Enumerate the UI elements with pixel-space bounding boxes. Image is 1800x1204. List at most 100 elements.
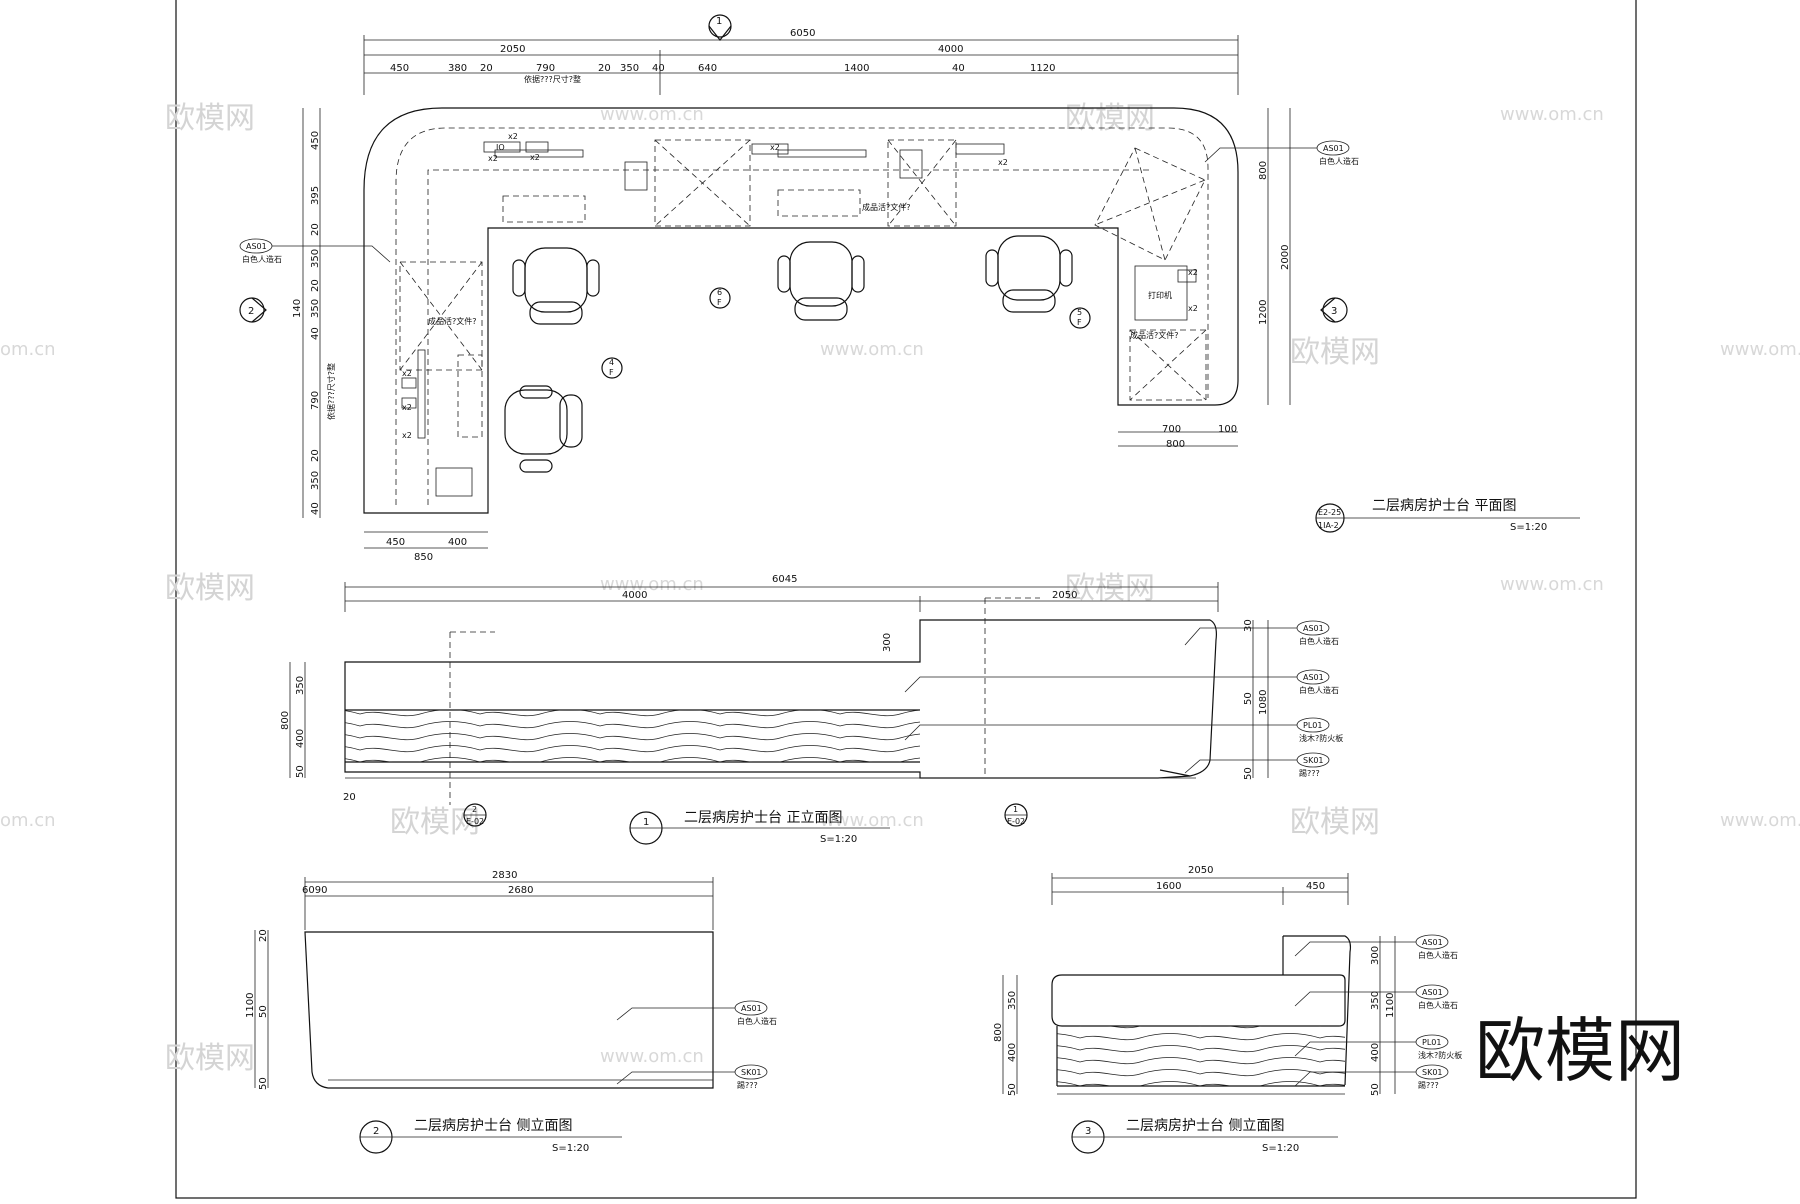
side2-title: 二层病房护士台 侧立面图 [414,1118,572,1134]
svg-text:踢???: 踢??? [1418,1081,1439,1090]
svg-text:20: 20 [310,449,321,462]
svg-text:1100: 1100 [1385,993,1396,1018]
svg-text:SK01: SK01 [741,1068,762,1077]
svg-text:IO: IO [496,143,505,152]
svg-text:4000: 4000 [938,44,963,55]
side2-title-block: 2 二层病房护士台 侧立面图 S=1:20 [359,1118,622,1154]
svg-text:SK01: SK01 [1422,1068,1443,1077]
material-tag: AS01 白色人造石 [616,1000,777,1026]
svg-text:E-02: E-02 [466,817,484,826]
svg-text:1600: 1600 [1156,881,1181,892]
plan-dims-right: 800 2000 1200 [1258,108,1291,405]
front-title-block: 1 二层病房护士台 正立面图 S=1:20 [629,810,890,845]
svg-text:白色人造石: 白色人造石 [737,1016,777,1026]
svg-text:踢???: 踢??? [737,1081,758,1090]
svg-text:x2: x2 [508,132,518,141]
sheet-frame [175,0,1637,1199]
svg-text:400: 400 [295,729,306,748]
svg-text:50: 50 [258,1077,269,1090]
plan-dims-left: 450 395 20 350 20 350 140 40 790 20 350 … [292,108,321,518]
material-tag: AS01 白色人造石 [1184,620,1339,646]
side2-desk-body [304,931,714,1089]
svg-text:30: 30 [1243,619,1254,632]
material-tag: PL01 浅木?防火板 [1294,1034,1462,1060]
svg-text:2050: 2050 [500,44,525,55]
svg-text:3: 3 [1331,306,1337,317]
svg-text:1: 1 [716,16,722,27]
section-mark: 1 E-02 [1004,803,1028,827]
chair [777,241,865,321]
dev-label: 依据???尺寸?整 [326,363,336,420]
svg-text:x2: x2 [1188,304,1198,313]
svg-text:1200: 1200 [1258,300,1269,325]
material-tag: PL01 浅木?防火板 [904,717,1343,743]
svg-text:浅木?防火板: 浅木?防火板 [1299,733,1343,743]
watermark: 欧模网 [1065,571,1155,606]
svg-text:20: 20 [258,929,269,942]
svg-text:3: 3 [1085,1126,1091,1137]
svg-text:450: 450 [390,63,409,74]
svg-text:4: 4 [609,358,614,367]
svg-text:x2: x2 [770,143,780,152]
svg-text:AS01: AS01 [741,1004,762,1013]
svg-text:6090: 6090 [302,885,327,896]
svg-text:350: 350 [620,63,639,74]
svg-text:白色人造石: 白色人造石 [1418,1000,1458,1010]
svg-text:x2: x2 [402,369,412,378]
side3-title-block: 3 二层病房护士台 侧立面图 S=1:20 [1071,1118,1338,1154]
marker-3: 3 [1320,297,1348,323]
svg-text:PL01: PL01 [1422,1038,1441,1047]
svg-text:350: 350 [1370,991,1381,1010]
dev-label: 依据???尺寸?整 [524,74,581,84]
watermark: 欧模网 [165,571,255,606]
side2-scale: S=1:20 [552,1143,589,1154]
svg-text:300: 300 [1370,946,1381,965]
svg-text:20: 20 [310,279,321,292]
svg-text:白色人造石: 白色人造石 [242,254,282,264]
svg-text:350: 350 [295,676,306,695]
side3-scale: S=1:20 [1262,1143,1299,1154]
svg-text:50: 50 [1243,692,1254,705]
marker-5: 5 F [1069,307,1091,329]
watermark-url: www.om.cn [600,1046,704,1067]
svg-text:400: 400 [448,537,467,548]
svg-text:700: 700 [1162,424,1181,435]
svg-text:2680: 2680 [508,885,533,896]
svg-text:1120: 1120 [1030,63,1055,74]
svg-text:40: 40 [652,63,665,74]
svg-text:350: 350 [310,299,321,318]
watermark: 欧模网 [1290,335,1380,370]
svg-text:450: 450 [386,537,405,548]
svg-text:浅木?防火板: 浅木?防火板 [1418,1050,1462,1060]
svg-text:踢???: 踢??? [1299,769,1320,778]
plan-dims-bottom: 450 400 850 700 100 800 [364,424,1238,563]
svg-text:20: 20 [598,63,611,74]
plan-scale: S=1:20 [1510,522,1547,533]
side3-title: 二层病房护士台 侧立面图 [1126,1118,1284,1134]
svg-text:白色人造石: 白色人造石 [1319,156,1359,166]
front-scale: S=1:20 [820,834,857,845]
svg-text:20: 20 [343,792,356,803]
svg-text:40: 40 [310,327,321,340]
front-elevation: 6045 4000 2050 300 800 350 400 50 20 30 … [280,574,1343,845]
svg-text:6050: 6050 [790,28,815,39]
watermark-url: www.om.cn [600,574,704,595]
side-elevation-3: 2050 1600 450 800 350 400 50 300 350 110… [993,865,1462,1154]
side-elevation-2: 2830 6090 2680 20 1100 50 50 AS01 白色人造石 … [245,870,777,1154]
svg-text:1: 1 [643,817,649,828]
svg-text:40: 40 [310,502,321,515]
material-tag: AS01 白色人造石 [1294,984,1458,1010]
svg-text:395: 395 [310,186,321,205]
svg-text:2000: 2000 [1280,245,1291,270]
plan-view: 打印机 x2 x2 x2 x2 x2 x2 x2 x2 x2 x2 IO [239,14,1580,563]
chair [512,247,600,325]
svg-text:800: 800 [1166,439,1185,450]
svg-text:350: 350 [1007,991,1018,1010]
svg-text:2: 2 [248,306,254,317]
watermark: 欧模网 [165,101,255,136]
svg-text:E-02: E-02 [1007,817,1025,826]
svg-text:5: 5 [1077,308,1082,317]
cab-label: 成品活?文件? [1130,330,1179,340]
plan-title: 二层病房护士台 平面图 [1372,498,1516,514]
